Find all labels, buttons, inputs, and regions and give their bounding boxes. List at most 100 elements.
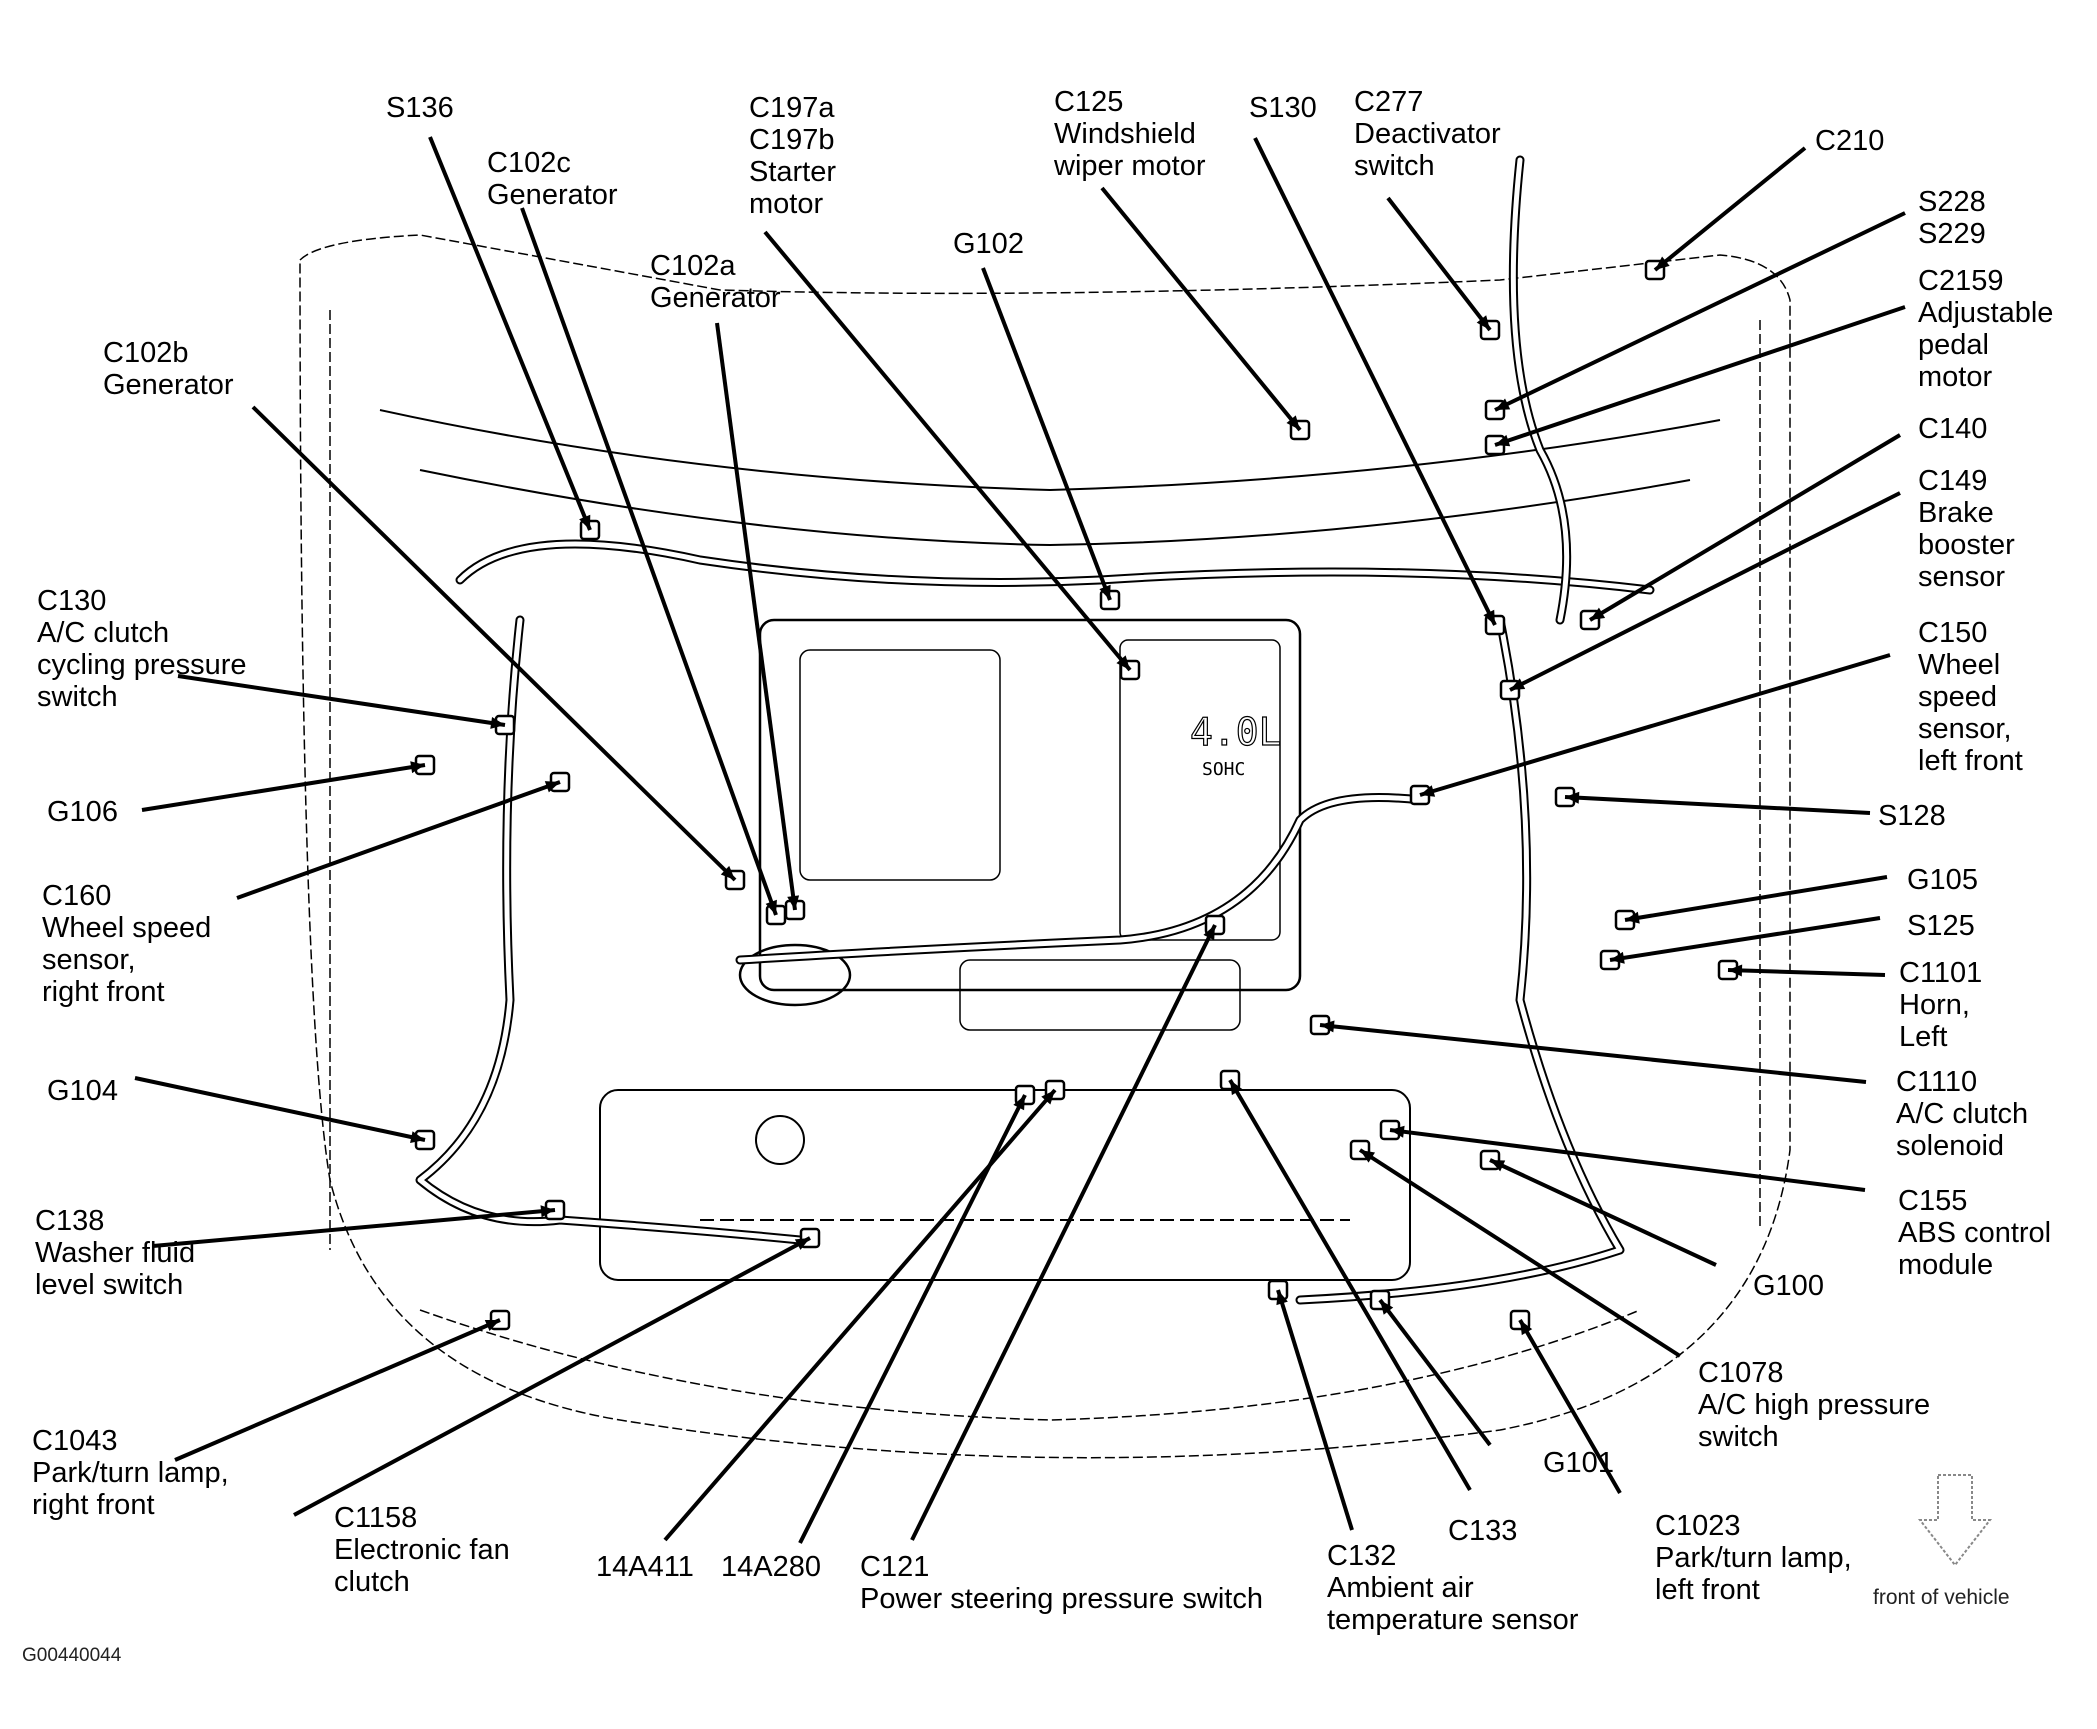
arrowhead-c197 (1116, 655, 1130, 670)
arrowhead-c1023 (1520, 1320, 1533, 1336)
callout-description-line: switch (37, 681, 118, 713)
callout-code: 14A411 (596, 1551, 694, 1583)
callout-description-line: motor (1918, 361, 1993, 393)
callout-description-line: Adjustable (1918, 297, 2054, 329)
callout-code: C197a (749, 92, 835, 124)
callout-description-line: S229 (1918, 218, 1986, 250)
callout-description-line: right front (42, 976, 165, 1008)
arrowhead-c1043 (484, 1320, 500, 1332)
callout-description-line: Brake (1918, 497, 1994, 529)
callout-code: C277 (1354, 86, 1424, 118)
callout-description-line: pedal (1918, 329, 1989, 361)
callout-description-line: left front (1918, 745, 2023, 777)
leader-lines (134, 136, 1906, 1544)
leader-line-c197 (763, 230, 1132, 672)
leader-line-c102b (251, 405, 737, 882)
callout-code: S136 (386, 92, 454, 124)
arrowhead-c133 (1230, 1080, 1243, 1096)
leader-line-c160 (236, 780, 561, 900)
leader-line-c133 (1228, 1078, 1472, 1492)
callout-description-line: Electronic fan (334, 1534, 510, 1566)
callout-description-line: Generator (487, 179, 618, 211)
radiator-cap (755, 1115, 805, 1165)
callout-description-line: Washer fluid (35, 1237, 196, 1269)
arrowhead-s125 (1610, 951, 1625, 964)
callout-s136: S136 (386, 92, 454, 124)
leader-line-c102a (715, 322, 797, 911)
arrowhead-c160 (544, 781, 560, 793)
callout-description-line: ABS control (1898, 1217, 2052, 1249)
leader-line-g102 (981, 267, 1112, 601)
callout-description-line: temperature sensor (1327, 1604, 1579, 1636)
leader-line-c150 (1419, 653, 1891, 797)
arrowhead-c210 (1655, 256, 1670, 270)
leader-line-c155 (1389, 1128, 1866, 1192)
callout-code: C121 (860, 1551, 930, 1583)
leader-line-g104 (134, 1076, 426, 1142)
cowl-panel (379, 409, 1721, 547)
callout-code: C160 (42, 880, 112, 912)
callout-description-line: Starter (749, 156, 837, 188)
arrowhead-c140 (1590, 607, 1606, 620)
callout-code: C155 (1898, 1185, 1968, 1217)
callout-s128: S128 (1878, 800, 1946, 832)
callout-description-line: Horn, (1899, 989, 1970, 1021)
arrowhead-g104 (410, 1131, 425, 1143)
figure-id: G00440044 (22, 1645, 122, 1666)
callout-description-line: Generator (650, 282, 781, 314)
arrowhead-c130 (490, 716, 505, 729)
callout-description-line: clutch (334, 1566, 410, 1598)
leader-line-c1101 (1727, 968, 1886, 977)
callout-g100: G100 (1753, 1270, 1824, 1302)
leader-line-c121 (910, 924, 1217, 1541)
callout-code: S125 (1907, 910, 1975, 942)
callout-description-line: A/C high pressure (1698, 1389, 1931, 1421)
callout-description-line: switch (1698, 1421, 1779, 1453)
leader-line-s228 (1494, 211, 1906, 412)
leader-line-s125 (1609, 916, 1881, 962)
callout-code: G105 (1907, 864, 1978, 896)
callout-description-line: solenoid (1896, 1130, 2005, 1162)
callout-code: 14A280 (721, 1551, 821, 1583)
arrowhead-c1101 (1728, 964, 1743, 977)
leader-line-c149 (1509, 491, 1901, 692)
arrowhead-g106 (410, 761, 425, 774)
callout-description-line: right front (32, 1489, 155, 1521)
leader-line-g100 (1489, 1158, 1717, 1267)
arrowhead-c138 (540, 1205, 555, 1218)
leader-line-c102c (520, 207, 778, 916)
callout-description-line: module (1898, 1249, 1994, 1281)
callout-code: C1158 (334, 1502, 418, 1534)
callout-g105: G105 (1907, 864, 1978, 896)
arrowhead-c1110 (1320, 1020, 1335, 1033)
callout-14a280: 14A280 (721, 1551, 821, 1583)
arrowhead-14a280 (1013, 1095, 1025, 1111)
leader-line-c125 (1100, 186, 1302, 432)
arrowhead-c132 (1276, 1290, 1288, 1306)
leader-line-c1110 (1319, 1023, 1867, 1084)
arrowhead-s128 (1565, 791, 1580, 804)
callout-14a411: 14A411 (596, 1551, 694, 1583)
leader-line-14a411 (663, 1088, 1057, 1542)
arrowhead-c2159 (1495, 434, 1511, 447)
callout-description-line: sensor, (42, 944, 136, 976)
leader-line-c130 (177, 674, 506, 727)
callout-code: C125 (1054, 86, 1124, 118)
callout-description-line: sensor (1918, 561, 2006, 593)
leader-line-s130 (1253, 137, 1497, 626)
arrowhead-c102c (765, 899, 777, 915)
arrowhead-g100 (1490, 1160, 1506, 1172)
callout-description-line: Power steering pressure switch (860, 1583, 1263, 1615)
callout-description-line: cycling pressure (37, 649, 247, 681)
leader-line-c1158 (293, 1236, 811, 1517)
